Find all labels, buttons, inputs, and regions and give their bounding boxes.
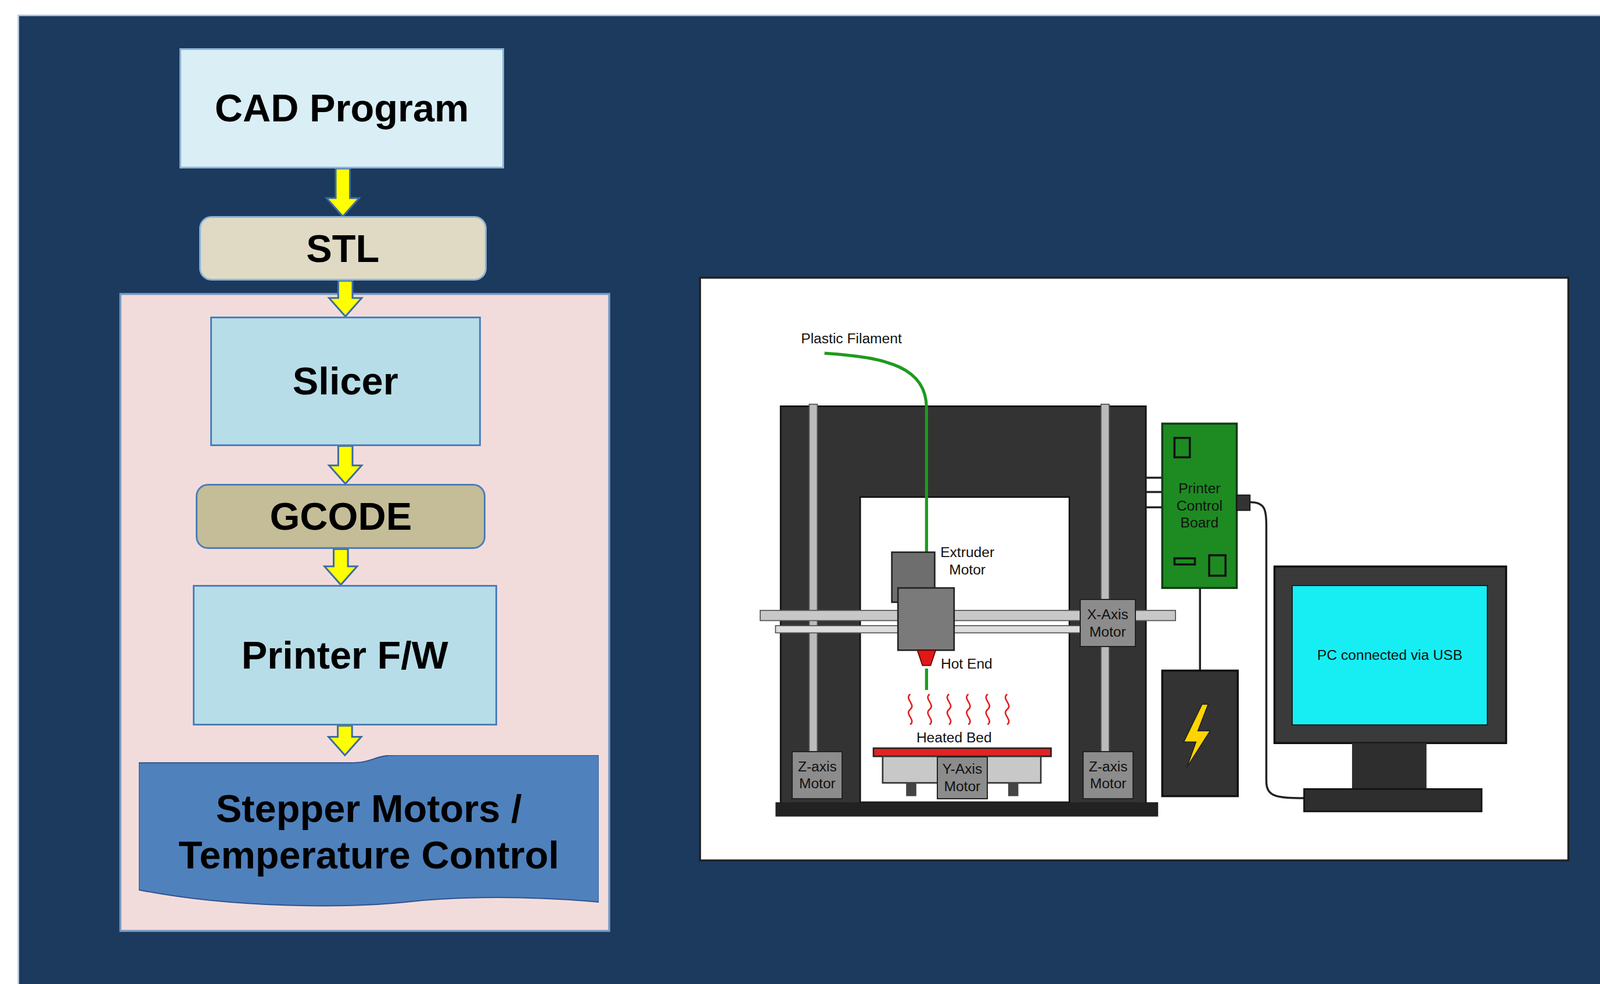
part-label: Y-Axis Motor	[939, 760, 985, 795]
z-rod	[1101, 404, 1110, 754]
board-chip	[1174, 558, 1195, 565]
board-chip	[1174, 437, 1190, 458]
bed-foot	[905, 782, 917, 797]
part-label: X-Axis Motor	[1082, 605, 1134, 640]
part-name: Heated Bed	[903, 728, 1006, 747]
motor-box: X-Axis Motor	[1079, 598, 1136, 647]
part-label: Printer Control Board	[1165, 479, 1234, 532]
monitor-screen: PC connected via USB	[1291, 584, 1488, 726]
process-box: Printer F/W	[192, 584, 498, 726]
motor-box: Y-Axis Motor	[936, 756, 988, 800]
heat-wave	[928, 694, 932, 725]
lightning-symbol	[1183, 703, 1211, 768]
frame-base	[775, 802, 1159, 817]
flow-arrow	[328, 725, 362, 755]
board-chip	[1209, 555, 1226, 576]
control-board-body	[1162, 423, 1237, 588]
flow-arrow	[329, 446, 362, 484]
heat-wave	[986, 694, 990, 725]
part-label: PC connected via USB	[1294, 646, 1485, 664]
board-wire	[1145, 506, 1163, 509]
banner-shape	[138, 754, 599, 909]
heat-wave	[947, 694, 951, 725]
heat-waves	[908, 694, 1009, 725]
z-rod	[809, 404, 818, 754]
monitor-neck	[1352, 742, 1427, 789]
flow-arrow	[326, 168, 359, 217]
printer-frame	[780, 405, 1146, 807]
hot-end	[917, 649, 937, 665]
stage-label: Slicer	[217, 357, 474, 405]
heat-wave	[908, 694, 912, 725]
stage-label: CAD Program	[187, 84, 497, 132]
illustration-panel	[699, 277, 1569, 861]
part-label: Z-axis Motor	[794, 757, 840, 793]
stage-label: Printer F/W	[200, 631, 490, 679]
power-wire	[1198, 587, 1202, 671]
board-wire	[1145, 490, 1163, 494]
stage-label: GCODE	[203, 493, 478, 540]
filament	[824, 353, 927, 557]
monitor-frame	[1274, 566, 1507, 743]
motor-box: Z-axis Motor	[1082, 750, 1134, 800]
filament	[925, 668, 929, 690]
part-name: Hot End	[940, 655, 993, 673]
pipeline-region	[120, 293, 610, 931]
carriage	[897, 587, 955, 650]
bed-foot	[1008, 782, 1019, 797]
flow-arrow	[324, 548, 358, 585]
part-label: Z-axis Motor	[1085, 757, 1131, 793]
process-box: Slicer	[210, 316, 481, 447]
process-box: CAD Program	[179, 48, 505, 169]
monitor-base	[1303, 788, 1482, 812]
banner-outline	[138, 754, 599, 906]
part-name: Extruder Motor	[935, 543, 999, 578]
stage-label: Stepper Motors / Temperature Control	[144, 785, 593, 879]
stage-label: STL	[206, 225, 480, 272]
motor-box: Z-axis Motor	[791, 750, 843, 800]
heated-bed	[873, 748, 1052, 757]
control-board: Printer Control Board	[1162, 423, 1237, 588]
heat-wave	[1005, 694, 1009, 725]
output-banner: Stepper Motors / Temperature Control	[138, 754, 599, 909]
heat-wave	[966, 694, 970, 725]
navy-panel	[18, 15, 1600, 984]
flow-arrow	[329, 280, 362, 317]
part-name: Plastic Filament	[800, 329, 902, 348]
file-format-box: STL	[199, 216, 487, 281]
file-format-box: GCODE	[195, 483, 486, 549]
power-supply	[1162, 670, 1238, 796]
usb-port	[1237, 494, 1251, 510]
board-wire	[1145, 476, 1163, 480]
